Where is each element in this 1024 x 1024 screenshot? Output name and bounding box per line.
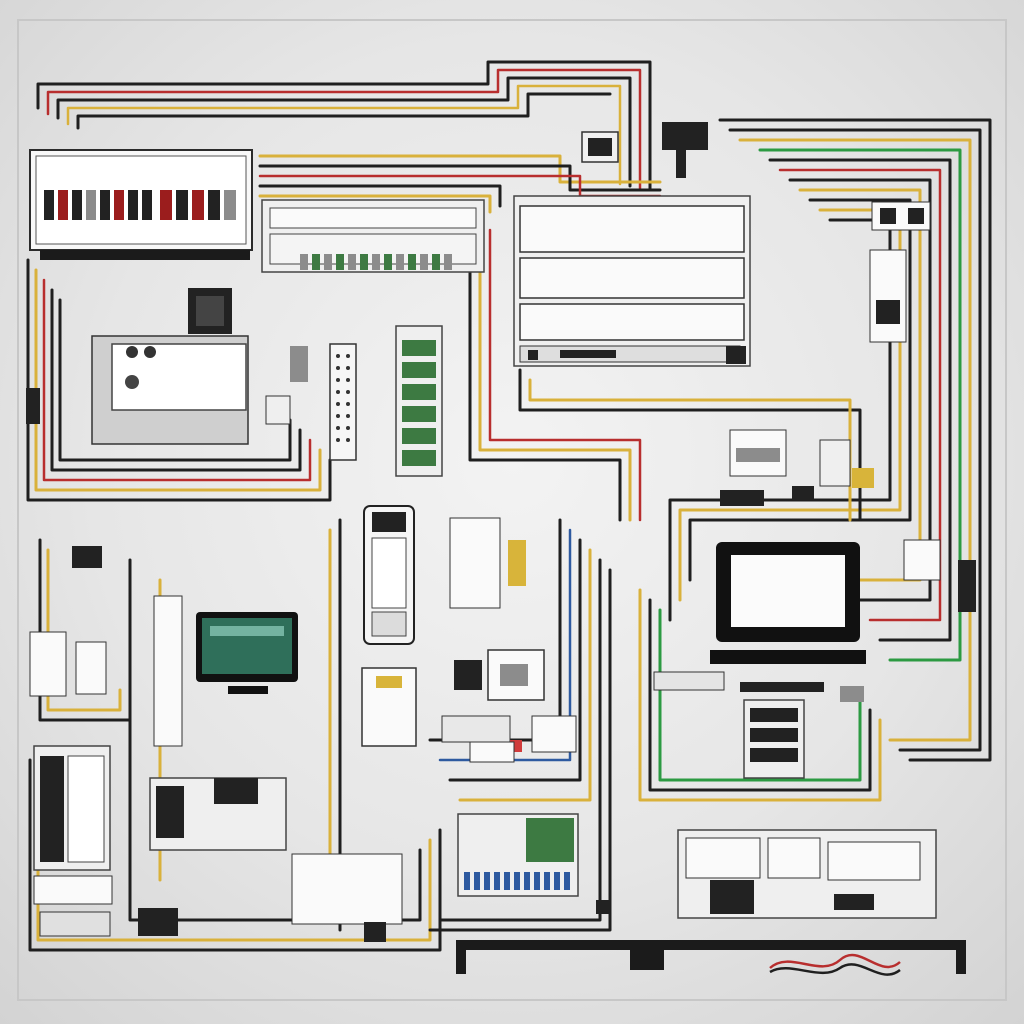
frame-border	[17, 19, 1007, 1001]
relay-modules	[402, 340, 436, 466]
control-panel	[29, 149, 253, 260]
monitor-large	[710, 542, 866, 664]
server-cabinet	[513, 195, 751, 367]
wire-bundle-top	[36, 60, 662, 214]
motor-unit	[91, 288, 249, 445]
ground-bus	[456, 940, 966, 976]
wire-bundle-center	[128, 208, 882, 932]
breaker-array	[261, 199, 485, 273]
center-board-pins	[464, 872, 570, 890]
small-components	[26, 122, 976, 970]
wire-bundle-right	[668, 118, 992, 762]
control-panel-components	[44, 190, 236, 220]
monitor-small	[196, 612, 298, 694]
center-circuit-board	[457, 813, 579, 897]
bottom-right-panels	[677, 829, 937, 919]
terminal-blocks	[33, 699, 805, 871]
relay-bank-dots	[336, 354, 350, 442]
breaker-switches	[300, 254, 452, 270]
handheld-device	[363, 505, 415, 645]
relay-bank	[329, 325, 443, 477]
